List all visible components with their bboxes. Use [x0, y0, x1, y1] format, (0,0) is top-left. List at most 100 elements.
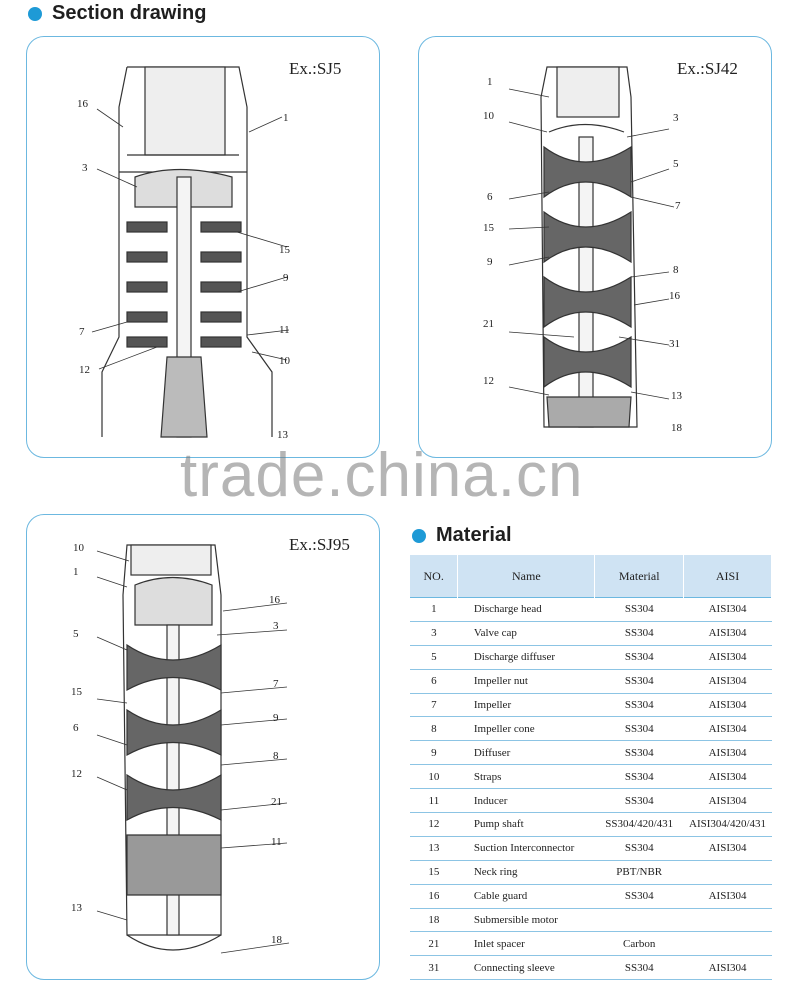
callout-10: 10 — [279, 355, 291, 367]
bullet-icon — [412, 528, 426, 543]
callout-7: 7 — [273, 678, 279, 690]
cell-name: Impeller cone — [457, 716, 595, 742]
callout-11: 11 — [279, 324, 290, 336]
bullet-icon — [28, 6, 42, 21]
cell-no: 15 — [410, 860, 458, 885]
cell-material: SS304 — [594, 621, 684, 646]
callout-15: 15 — [71, 686, 83, 698]
cell-aisi: AISI304 — [683, 645, 772, 670]
callout-9: 9 — [273, 712, 279, 724]
callout-9: 9 — [283, 272, 289, 284]
callout-9: 9 — [487, 256, 493, 268]
cell-material: Carbon — [594, 931, 684, 957]
cell-name: Inducer — [457, 788, 595, 814]
cell-name: Valve cap — [457, 621, 595, 646]
cell-name: Neck ring — [457, 860, 595, 885]
drawing-panel-sj5: Ex.:SJ5 16 1 3 15 9 — [26, 36, 380, 458]
cell-no: 3 — [410, 621, 458, 646]
col-aisi: AISI — [683, 555, 772, 598]
material-title: Material — [436, 524, 512, 546]
callout-10: 10 — [73, 542, 85, 554]
cell-name: Suction Interconnector — [457, 836, 595, 861]
cell-aisi — [683, 931, 772, 957]
cell-aisi — [683, 908, 772, 933]
col-name: Name — [457, 555, 596, 598]
cell-name: Pump shaft — [457, 812, 595, 837]
callout-18: 18 — [671, 422, 683, 434]
callout-18: 18 — [271, 934, 283, 946]
callout-10: 10 — [483, 110, 495, 122]
cell-name: Impeller — [457, 693, 595, 718]
callout-16: 16 — [669, 290, 681, 302]
col-no: NO. — [410, 555, 459, 598]
cell-aisi: AISI304 — [683, 597, 772, 622]
cell-material: SS304 — [594, 669, 684, 694]
cell-material: SS304 — [594, 645, 684, 670]
callout-3: 3 — [273, 620, 279, 632]
section-title: Section drawing — [52, 2, 207, 24]
callout-16: 16 — [77, 98, 89, 110]
callout-8: 8 — [673, 264, 679, 276]
callout-16: 16 — [269, 594, 281, 606]
callout-13: 13 — [71, 902, 83, 914]
cell-aisi: AISI304 — [683, 621, 772, 646]
callout-5: 5 — [673, 158, 679, 170]
callout-1: 1 — [487, 76, 493, 88]
callout-7: 7 — [79, 326, 85, 338]
cell-name: Diffuser — [457, 740, 595, 766]
callout-1: 1 — [73, 566, 79, 578]
section-drawing-sj42: 1 10 3 5 6 7 15 9 8 16 21 31 12 13 18 — [483, 66, 683, 434]
callout-7: 7 — [675, 200, 681, 212]
callout-3: 3 — [673, 112, 679, 124]
cell-material: SS304 — [594, 740, 684, 766]
cell-no: 16 — [410, 884, 458, 909]
cell-aisi: AISI304 — [683, 716, 772, 742]
callout-6: 6 — [487, 191, 493, 203]
cell-no: 12 — [410, 812, 458, 837]
section-drawing-sj5: 16 1 3 15 9 7 11 12 10 13 — [77, 66, 291, 441]
cell-no: 21 — [410, 931, 458, 957]
cell-material — [594, 908, 684, 933]
cell-no: 11 — [410, 788, 458, 814]
section-drawing-header: Section drawing — [28, 2, 206, 25]
callout-12: 12 — [79, 364, 90, 376]
cell-no: 10 — [410, 764, 458, 790]
cell-name: Inlet spacer — [457, 931, 595, 957]
callout-12: 12 — [483, 375, 494, 387]
callout-1: 1 — [283, 112, 289, 124]
cell-material: SS304 — [594, 788, 684, 814]
cell-no: 18 — [410, 908, 458, 933]
cell-aisi: AISI304 — [683, 884, 772, 909]
cell-no: 6 — [410, 669, 458, 694]
callout-11: 11 — [271, 836, 282, 848]
callout-6: 6 — [73, 722, 79, 734]
cell-aisi: AISI304 — [683, 669, 772, 694]
cell-name: Impeller nut — [457, 669, 595, 694]
drawing-panel-sj95: Ex.:SJ95 10 1 16 3 — [26, 514, 380, 980]
cell-aisi: AISI304 — [683, 788, 772, 814]
cell-no: 7 — [410, 693, 458, 718]
callout-15: 15 — [279, 244, 291, 256]
cell-aisi: AISI304/420/431 — [683, 812, 772, 837]
callout-15: 15 — [483, 222, 495, 234]
callout-21: 21 — [271, 796, 282, 808]
callout-3: 3 — [82, 162, 88, 174]
cell-name: Cable guard — [457, 884, 595, 909]
material-header: Material — [412, 524, 512, 547]
watermark: trade.china.cn — [180, 441, 584, 510]
cell-name: Discharge diffuser — [457, 645, 595, 670]
